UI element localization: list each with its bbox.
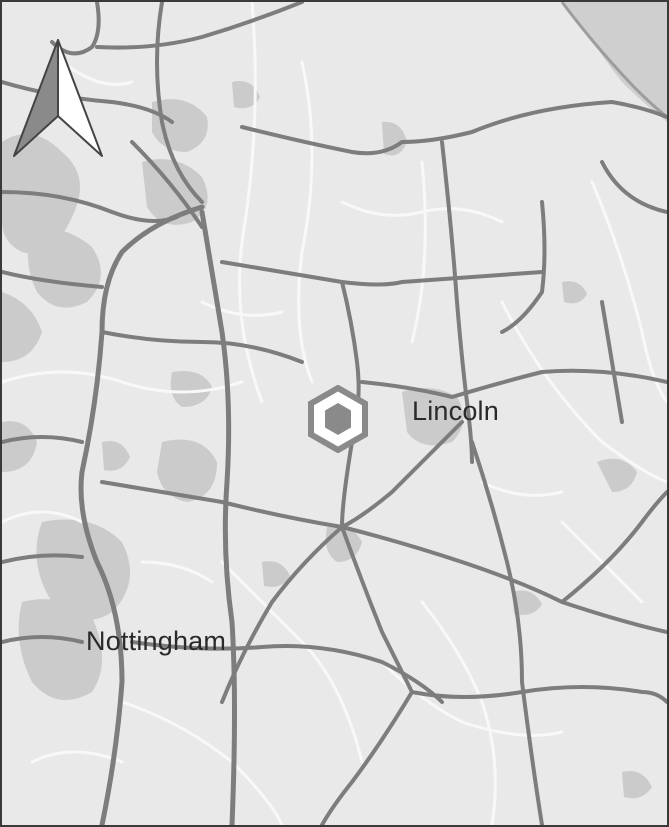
site-marker-icon[interactable]	[307, 385, 369, 453]
estuary-water-edge	[560, 2, 667, 119]
place-label-lincoln: Lincoln	[412, 396, 499, 426]
urban-areas	[2, 81, 652, 799]
north-arrow-icon	[13, 39, 103, 157]
place-label-nottingham: Nottingham	[86, 626, 227, 656]
